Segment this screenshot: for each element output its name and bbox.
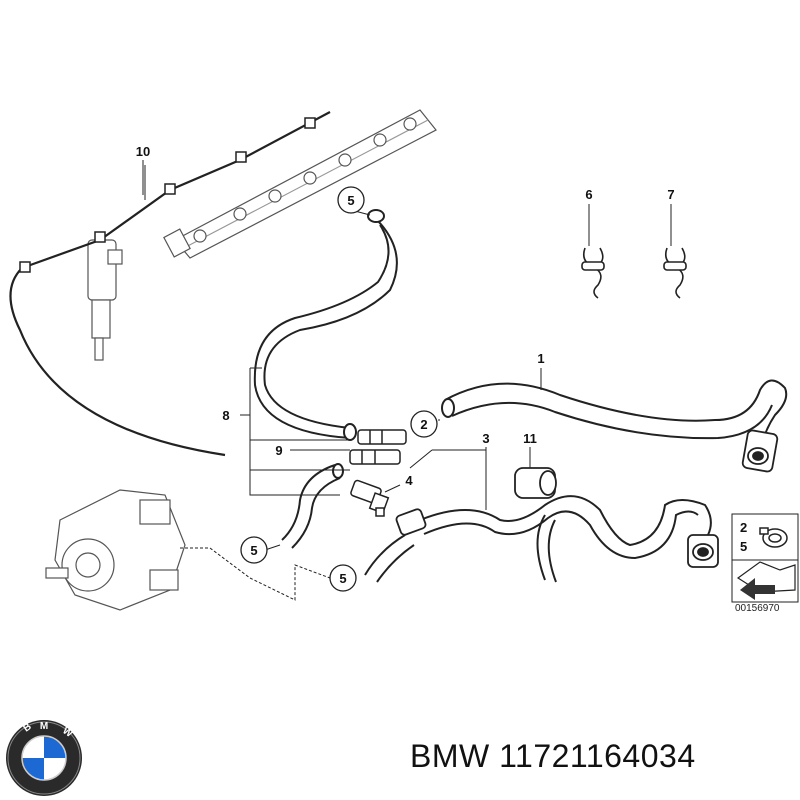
callout-7: 7 xyxy=(667,187,674,202)
callout-5-middle-label: 5 xyxy=(250,543,257,558)
sensor-4 xyxy=(350,479,390,517)
bmw-logo: B M W xyxy=(6,720,82,796)
callout-5-lower-label: 5 xyxy=(339,571,346,586)
leader-lines xyxy=(142,160,672,601)
callout-5-middle: 5 xyxy=(240,536,268,564)
callout-2: 2 xyxy=(410,410,438,438)
leak-off-line xyxy=(9,111,331,457)
hose-upper xyxy=(253,209,398,441)
diagram-number: 00156970 xyxy=(735,603,780,614)
legend-box: 2 5 xyxy=(731,513,799,603)
callout-9: 9 xyxy=(275,443,282,458)
hose-1 xyxy=(441,379,788,473)
callout-6: 6 xyxy=(585,187,592,202)
arrow-icon xyxy=(736,561,796,600)
callout-5-top: 5 xyxy=(337,186,365,214)
part-number-caption: BMW 11721164034 xyxy=(410,738,696,774)
legend-row-1: 2 xyxy=(740,520,747,535)
connector-9 xyxy=(349,429,407,465)
callout-10: 10 xyxy=(136,144,150,159)
sleeve-11 xyxy=(514,467,557,499)
fuel-pump xyxy=(45,489,186,611)
callout-5-lower: 5 xyxy=(329,564,357,592)
clip-7 xyxy=(663,247,687,299)
callout-1: 1 xyxy=(537,351,544,366)
injector xyxy=(87,232,123,361)
legend-row-2: 5 xyxy=(740,539,747,554)
callout-11: 11 xyxy=(523,431,537,446)
svg-text:M: M xyxy=(40,721,48,732)
fuel-rail xyxy=(163,109,437,259)
callout-2-label: 2 xyxy=(420,417,427,432)
clip-6 xyxy=(581,247,605,299)
hose-middle xyxy=(281,463,344,549)
callout-3: 3 xyxy=(482,431,489,446)
callout-4: 4 xyxy=(405,473,413,488)
hose-clamp-icon xyxy=(759,527,788,548)
t-fitting xyxy=(364,508,427,583)
callout-5-top-label: 5 xyxy=(347,193,354,208)
hose-3 xyxy=(419,495,719,583)
callout-8: 8 xyxy=(222,408,229,423)
